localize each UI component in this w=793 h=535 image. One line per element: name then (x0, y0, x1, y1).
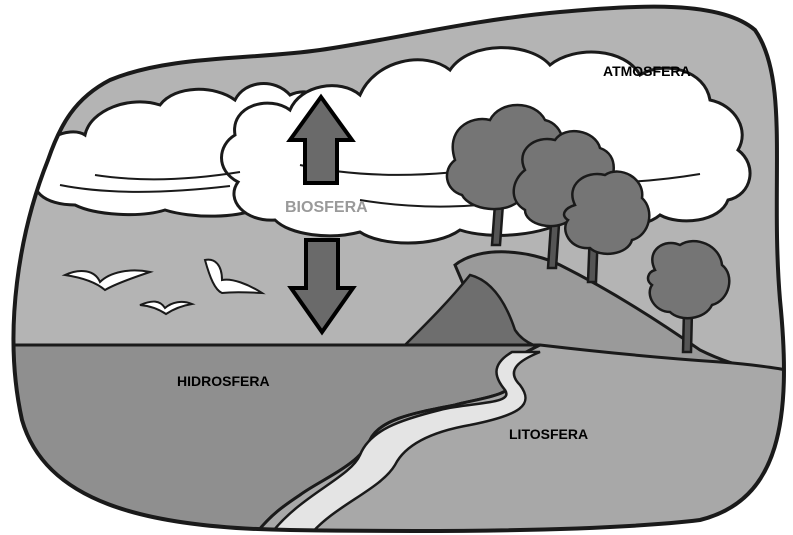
label-hidrosfera: HIDROSFERA (177, 373, 270, 389)
label-atmosfera: ATMOSFERA (603, 63, 691, 79)
label-biosfera: BIOSFERA (285, 199, 368, 216)
label-litosfera: LITOSFERA (509, 426, 588, 442)
